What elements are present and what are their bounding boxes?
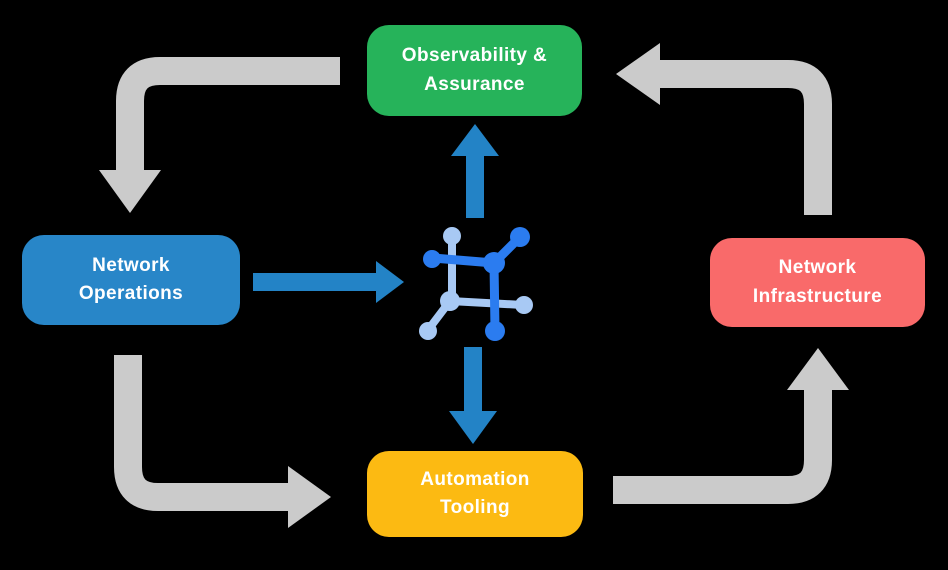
arrow-head (787, 348, 849, 390)
icon-bottom-edge (446, 297, 527, 309)
arrow-head (451, 124, 499, 156)
arrow-head (376, 261, 404, 303)
node-network-operations: Network Operations (22, 235, 240, 325)
cycle-arrow-operations-to-automation (114, 355, 331, 528)
flow-arrow-operations-to-center (253, 261, 404, 303)
arrow-head (616, 43, 660, 105)
icon-node-dot (443, 227, 461, 245)
flow-arrow-center-to-automation (449, 347, 497, 444)
icon-node-dot (423, 250, 441, 268)
arrow-shaft (613, 389, 832, 504)
node-label: Observability & Assurance (401, 45, 548, 95)
node-network-infrastructure: Network Infrastructure (710, 238, 925, 327)
arrow-shaft (114, 355, 288, 511)
icon-node-dot (485, 321, 505, 341)
node-observability-assurance: Observability & Assurance (367, 25, 582, 116)
icon-node-dot (440, 291, 460, 311)
flow-arrow-center-to-observability (451, 124, 499, 218)
icon-node-dot (419, 322, 437, 340)
arrow-head (99, 170, 161, 213)
node-automation-tooling: Automation Tooling (367, 451, 583, 537)
network-mesh-icon (419, 227, 533, 341)
node-label: Network Infrastructure (752, 257, 883, 307)
arrow-shaft (660, 60, 832, 215)
node-label: Automation Tooling (420, 468, 530, 519)
arrow-head (449, 411, 497, 444)
cycle-arrow-automation-to-infrastructure (613, 348, 849, 504)
arrow-head (288, 466, 331, 528)
cycle-arrow-observability-to-operations (99, 57, 340, 213)
node-label: Network Operations (78, 254, 184, 305)
icon-right-edge (489, 258, 500, 335)
arrow-shaft (116, 57, 340, 172)
icon-node-dot (510, 227, 530, 247)
icon-node-dot (515, 296, 533, 314)
cycle-arrow-infrastructure-to-observability (616, 43, 832, 215)
icon-node-dot (483, 252, 505, 274)
